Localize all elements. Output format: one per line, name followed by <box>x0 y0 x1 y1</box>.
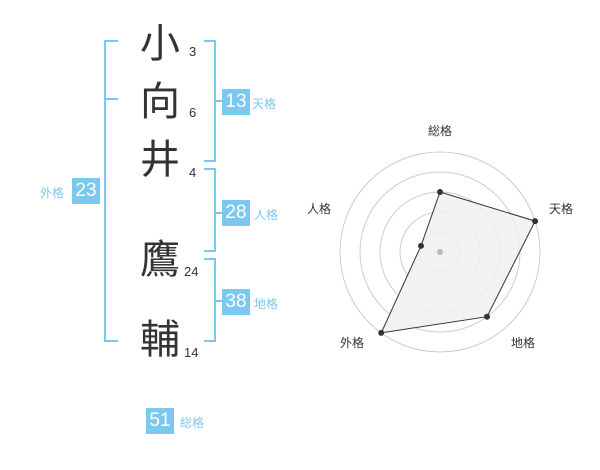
name-char-4: 鷹 <box>140 237 180 283</box>
radar-point-2 <box>532 218 539 225</box>
stroke-count-2: 6 <box>189 105 197 120</box>
jinkaku-connector <box>214 212 222 214</box>
stroke-count-4: 24 <box>184 264 199 279</box>
radar-center-point <box>437 249 443 255</box>
chikaku-connector <box>214 300 222 302</box>
soukaku-label: 総格 <box>180 416 205 430</box>
radar-axis-label-4: 外格 <box>340 336 365 350</box>
tenkaku-connector <box>214 100 222 102</box>
chikaku-score-badge: 38 <box>222 289 250 315</box>
gaikaku-bracket-divider <box>104 98 118 100</box>
stroke-count-3: 4 <box>189 165 197 180</box>
gaikaku-score-badge: 23 <box>72 178 100 204</box>
chikaku-label: 地格 <box>254 297 279 311</box>
radar-axis-label-1: 総格 <box>428 124 453 138</box>
jinkaku-score-badge: 28 <box>222 200 250 226</box>
name-char-3: 井 <box>140 137 180 183</box>
name-char-5: 輔 <box>140 317 180 363</box>
tenkaku-label: 天格 <box>252 97 277 111</box>
radar-points <box>378 189 539 336</box>
jinkaku-bracket <box>204 168 216 252</box>
soukaku-score-badge: 51 <box>146 408 174 434</box>
radar-point-3 <box>484 313 491 320</box>
gaikaku-bracket <box>104 40 118 342</box>
tenkaku-score-badge: 13 <box>222 89 250 115</box>
radar-axis-label-3: 地格 <box>511 336 536 350</box>
jinkaku-label: 人格 <box>254 208 279 222</box>
stroke-count-1: 3 <box>189 44 197 59</box>
radar-point-4 <box>378 329 385 336</box>
radar-area <box>380 191 536 334</box>
stroke-count-5: 14 <box>184 345 199 360</box>
name-char-2: 向 <box>140 79 180 125</box>
name-char-1: 小 <box>140 21 180 67</box>
radar-grid-ring <box>339 151 541 353</box>
radar-axis-label-2: 天格 <box>549 202 574 216</box>
gaikaku-label: 外格 <box>40 186 65 200</box>
radar-point-1 <box>437 189 443 195</box>
radar-axis-label-5: 人格 <box>307 202 332 216</box>
radar-point-5 <box>417 242 424 249</box>
